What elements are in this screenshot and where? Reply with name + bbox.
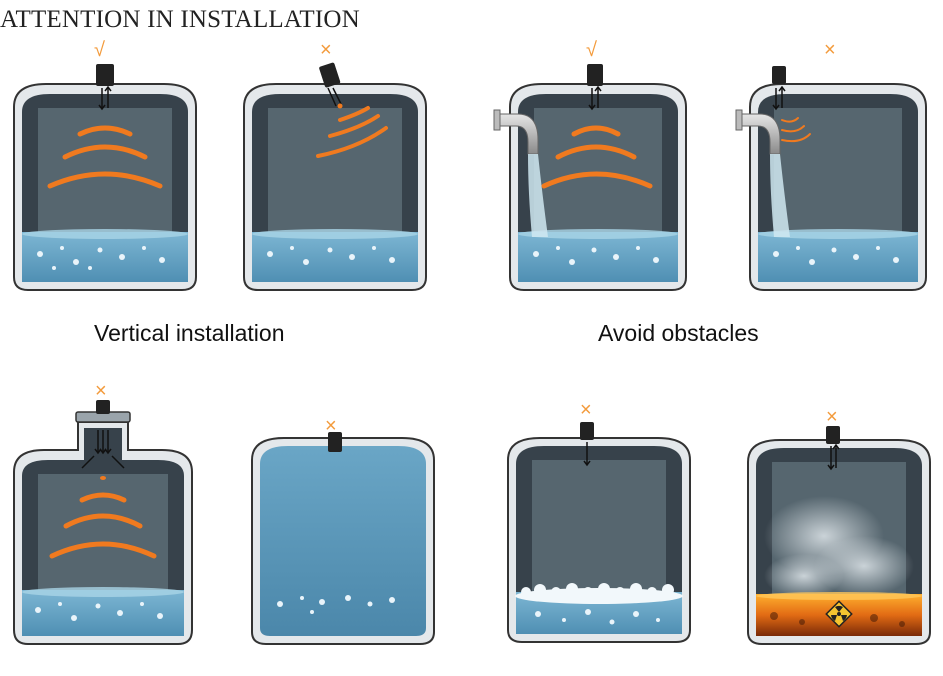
tank-steam-wrong [744, 426, 934, 651]
tank-neck-wrong [8, 400, 198, 650]
page-title: ATTENTION IN INSTALLATION [0, 6, 360, 33]
echo-wave-icon [781, 117, 811, 143]
echo-wave-icon [47, 125, 163, 189]
bubbles-icon [37, 246, 165, 270]
hazard-sign-icon [825, 600, 853, 628]
tank-tilted-wrong [240, 62, 430, 297]
echo-wave-icon [541, 125, 653, 189]
bubbles-icon [533, 246, 659, 265]
steam-icon [764, 496, 914, 598]
cross-mark-icon: × [824, 39, 836, 61]
check-mark-icon: √ [586, 39, 597, 61]
cross-mark-icon: × [580, 399, 592, 421]
sensor-icon [826, 426, 840, 444]
tank-obstacle-wrong [735, 62, 928, 297]
tank-obstacle-correct [493, 62, 688, 297]
caption-avoid-obstacles: Avoid obstacles [598, 320, 759, 346]
sensor-icon [587, 64, 603, 86]
check-mark-icon: √ [94, 39, 105, 61]
cross-mark-icon: × [826, 406, 838, 428]
tank-foam-wrong [504, 420, 694, 650]
echo-wave-icon [316, 106, 388, 158]
cross-mark-icon: × [320, 39, 332, 61]
tank-vertical-correct [10, 62, 200, 297]
tank-full-wrong [248, 432, 438, 652]
bubbles-icon [35, 602, 163, 621]
sensor-icon [96, 64, 114, 86]
cross-mark-icon: × [325, 415, 337, 437]
water-stream-icon [770, 154, 790, 237]
cross-mark-icon: × [95, 380, 107, 402]
echo-wave-icon [49, 492, 157, 559]
water-stream-icon [528, 154, 548, 237]
caption-vertical-installation: Vertical installation [94, 320, 285, 346]
bubbles-icon [277, 595, 395, 614]
sensor-icon [772, 66, 786, 84]
sensor-icon [319, 62, 341, 88]
sensor-icon [580, 422, 594, 440]
bubbles-icon [535, 609, 660, 625]
bubbles-icon [773, 246, 899, 265]
foam-icon [515, 583, 683, 604]
sensor-icon [328, 432, 342, 452]
sensor-icon [96, 400, 110, 414]
bubbles-icon [267, 246, 395, 265]
